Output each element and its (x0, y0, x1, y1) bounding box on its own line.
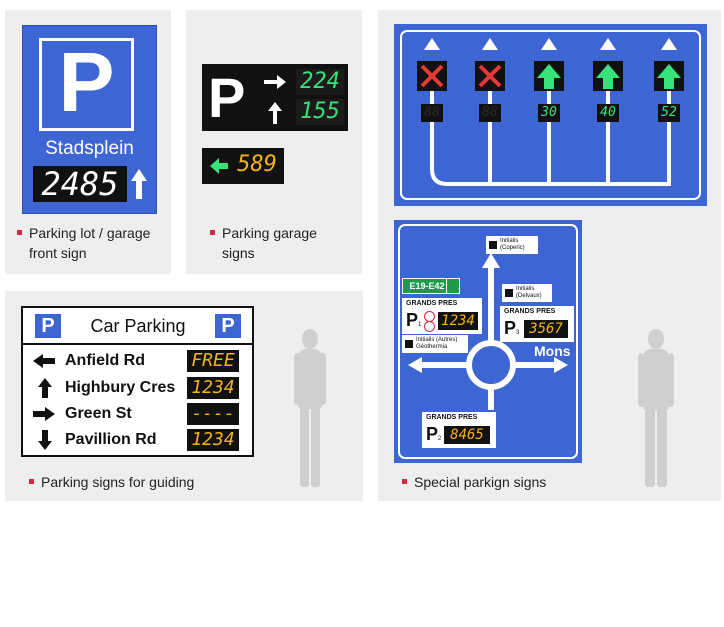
park-letter: P (504, 318, 517, 338)
park-letter: P (426, 424, 439, 444)
guide-row-name: Pavillion Rd (65, 431, 157, 448)
guide-row-value: 1234 (187, 429, 239, 451)
lane-sign: 88 88 30 40 52 (394, 24, 707, 206)
caption-guiding: Parking signs for guiding (29, 472, 194, 492)
front-sign-count: 2485 (33, 166, 127, 202)
lane-count: 30 (541, 105, 557, 120)
park-count: 1234 (438, 312, 478, 330)
roundabout-sign: Initialis (Coperic) E19-E42 Initialis (D… (394, 220, 582, 463)
guide-sign-title: Car Parking (90, 316, 186, 336)
lane-count: 40 (600, 105, 616, 120)
guide-row-value: ---- (187, 403, 239, 425)
caption-special: Special parkign signs (402, 472, 546, 492)
arrow-right-icon (33, 407, 55, 421)
factory-icon (505, 289, 513, 297)
lane-count: 88 (424, 105, 440, 120)
garage-small-sign: 589 (202, 148, 284, 184)
arrow-right-icon (264, 75, 286, 89)
arrow-up-icon (268, 102, 282, 124)
garage-small-count: 589 (237, 152, 277, 177)
guide-sign-divider (23, 343, 252, 345)
arrow-down-icon (38, 430, 52, 450)
dest-right: Initialis (Delvaux) (502, 284, 552, 302)
roundabout-graphic (398, 224, 578, 459)
arrow-up-icon (131, 169, 147, 199)
lane-count: 88 (482, 105, 498, 120)
front-sign: P Stadsplein 2485 (22, 25, 157, 214)
park-panel: GRANDS PRES P 1 1234 (402, 298, 482, 334)
garage-sign: P 224 155 (202, 64, 348, 131)
arrow-left-icon (33, 354, 55, 368)
panel-garage-signs (186, 10, 362, 274)
guide-row-value: FREE (187, 350, 239, 372)
lane-count: 52 (661, 105, 677, 120)
factory-icon (489, 241, 497, 249)
guide-row-name: Anfield Rd (65, 352, 145, 369)
garage-count-top: 224 (296, 69, 344, 95)
guide-row-name: Green St (65, 405, 132, 422)
garage-sign-letter: P (208, 66, 246, 129)
front-sign-name: Stadsplein (45, 138, 134, 159)
guide-row-name: Highbury Cres (65, 379, 176, 396)
factory-icon (405, 340, 413, 348)
park-panel: GRANDS PRES P 3 3567 (500, 306, 574, 342)
park-letter: P (406, 310, 419, 330)
dest-left: Initialis (Autres) Géothermia (402, 335, 468, 353)
dest-top: Initialis (Coperic) (486, 236, 538, 254)
motorway-icon (446, 278, 460, 294)
guide-sign-p-right: P (215, 314, 241, 338)
garage-count-bottom: 155 (296, 99, 344, 125)
park-count: 3567 (524, 320, 568, 338)
front-sign-p-box (39, 38, 134, 131)
route-badge: E19-E42 (402, 278, 452, 294)
guide-row-value: 1234 (187, 377, 239, 399)
arrow-left-icon (210, 158, 228, 174)
caption-front: Parking lot / garage front sign (17, 223, 150, 263)
arrow-up-icon (38, 378, 52, 398)
park-panel: GRANDS PRES P 2 8465 (422, 412, 496, 448)
person-silhouette-left (292, 329, 328, 487)
city-label: Mons (534, 343, 571, 359)
caption-garage: Parking garage signs (210, 223, 317, 263)
restriction-icon (424, 321, 435, 332)
front-sign-letter: P (58, 35, 115, 129)
guide-sign: P Car Parking P Anfield Rd FREE Highbury… (21, 306, 254, 457)
park-count: 8465 (444, 426, 490, 444)
lane-sign-graphic (400, 30, 701, 200)
guide-sign-p-left: P (35, 314, 61, 338)
person-silhouette-right (636, 329, 676, 487)
